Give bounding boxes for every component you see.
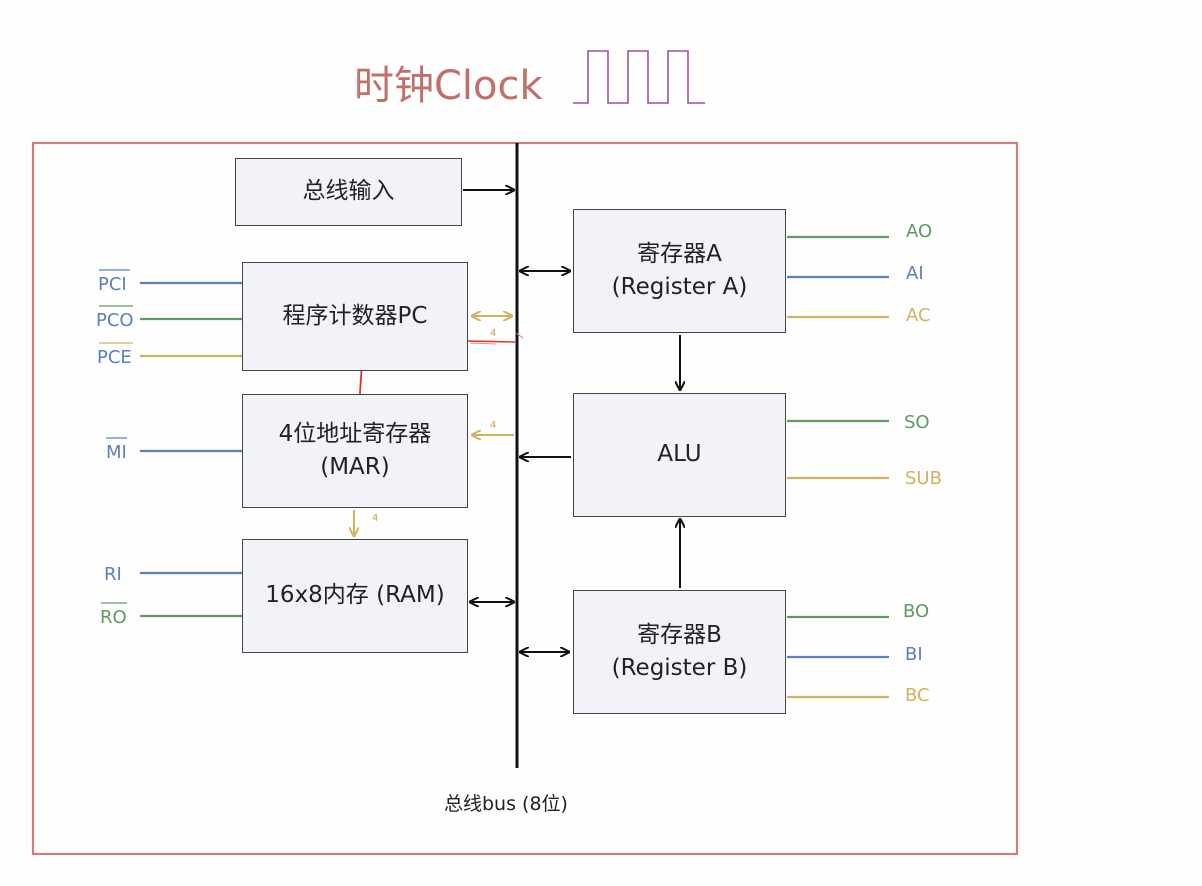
clock-waveform: [573, 50, 705, 104]
mi-signal: MI: [106, 442, 127, 463]
pco-signal: PCO: [96, 310, 134, 331]
register-b-block: 寄存器B (Register B): [573, 590, 786, 714]
red-slash-mark: [515, 332, 524, 339]
ram-label: 16x8内存 (RAM): [265, 582, 445, 609]
ri-signal: RI: [104, 564, 122, 585]
cpu-frame: [31, 141, 1019, 856]
program-counter-block: 程序计数器PC: [242, 262, 468, 371]
bi-signal: BI: [905, 644, 923, 665]
ro-signal: RO: [100, 607, 127, 628]
bus-input-block: 总线输入: [235, 158, 462, 226]
sub-signal: SUB: [905, 468, 942, 489]
pc-label: 程序计数器PC: [282, 302, 428, 329]
mar-bus-width-label: 4: [490, 420, 497, 431]
pc-bus-width-label: 4: [490, 328, 497, 339]
bus-label: 总线bus (8位): [444, 793, 568, 815]
pci-signal: PCI: [98, 274, 127, 295]
ao-signal: AO: [906, 221, 933, 242]
so-signal: SO: [904, 412, 930, 433]
ram-block: 16x8内存 (RAM): [242, 539, 468, 653]
bc-signal: BC: [905, 685, 930, 706]
mar-label: 4位地址寄存器 (MAR): [278, 420, 432, 480]
register-a-label: 寄存器A (Register A): [611, 240, 748, 300]
red-pc-bus-mark: [467, 340, 516, 343]
bo-signal: BO: [903, 601, 930, 622]
alu-block: ALU: [573, 393, 786, 517]
register-b-label: 寄存器B (Register B): [611, 621, 748, 681]
clock-title: 时钟Clock: [354, 63, 543, 109]
alu-label: ALU: [657, 441, 702, 468]
red-pc-bus-mark-lower: [469, 342, 497, 345]
ac-signal: AC: [906, 305, 931, 326]
mar-ram-width-label: 4: [372, 513, 379, 524]
mar-block: 4位地址寄存器 (MAR): [242, 394, 468, 508]
ai-signal: AI: [906, 263, 924, 284]
pce-signal: PCE: [97, 347, 132, 368]
bus-input-label: 总线输入: [302, 178, 395, 205]
register-a-block: 寄存器A (Register A): [573, 209, 786, 333]
